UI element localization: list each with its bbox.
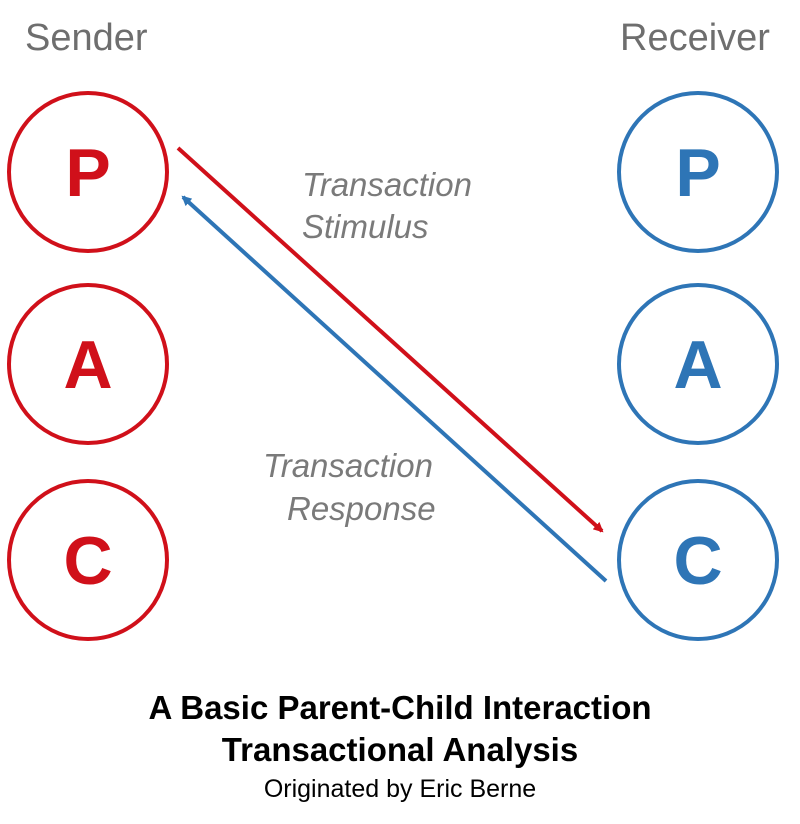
stimulus-label-line1: Transaction bbox=[302, 166, 472, 203]
sender-child-circle: C bbox=[7, 479, 169, 641]
stimulus-arrow bbox=[176, 146, 604, 533]
receiver-adult-circle: A bbox=[617, 283, 779, 445]
receiver-child-label: C bbox=[673, 523, 722, 599]
sender-parent-label: P bbox=[65, 135, 110, 211]
sender-child-label: C bbox=[63, 523, 112, 599]
receiver-heading: Receiver bbox=[620, 17, 770, 59]
caption-subtitle: Transactional Analysis bbox=[221, 731, 579, 768]
stimulus-label-line2: Stimulus bbox=[302, 208, 429, 245]
response-arrow bbox=[181, 195, 608, 583]
response-label-line2: Response bbox=[287, 490, 436, 527]
receiver-adult-label: A bbox=[673, 327, 722, 403]
response-label-line1: Transaction bbox=[263, 447, 433, 484]
receiver-child-circle: C bbox=[617, 479, 779, 641]
caption-title: A Basic Parent-Child Interaction bbox=[148, 689, 652, 726]
receiver-parent-circle: P bbox=[617, 91, 779, 253]
sender-adult-label: A bbox=[63, 327, 112, 403]
sender-heading: Sender bbox=[25, 17, 148, 59]
sender-adult-circle: A bbox=[7, 283, 169, 445]
receiver-parent-label: P bbox=[675, 135, 720, 211]
sender-parent-circle: P bbox=[7, 91, 169, 253]
caption-credit: Originated by Eric Berne bbox=[263, 775, 537, 803]
